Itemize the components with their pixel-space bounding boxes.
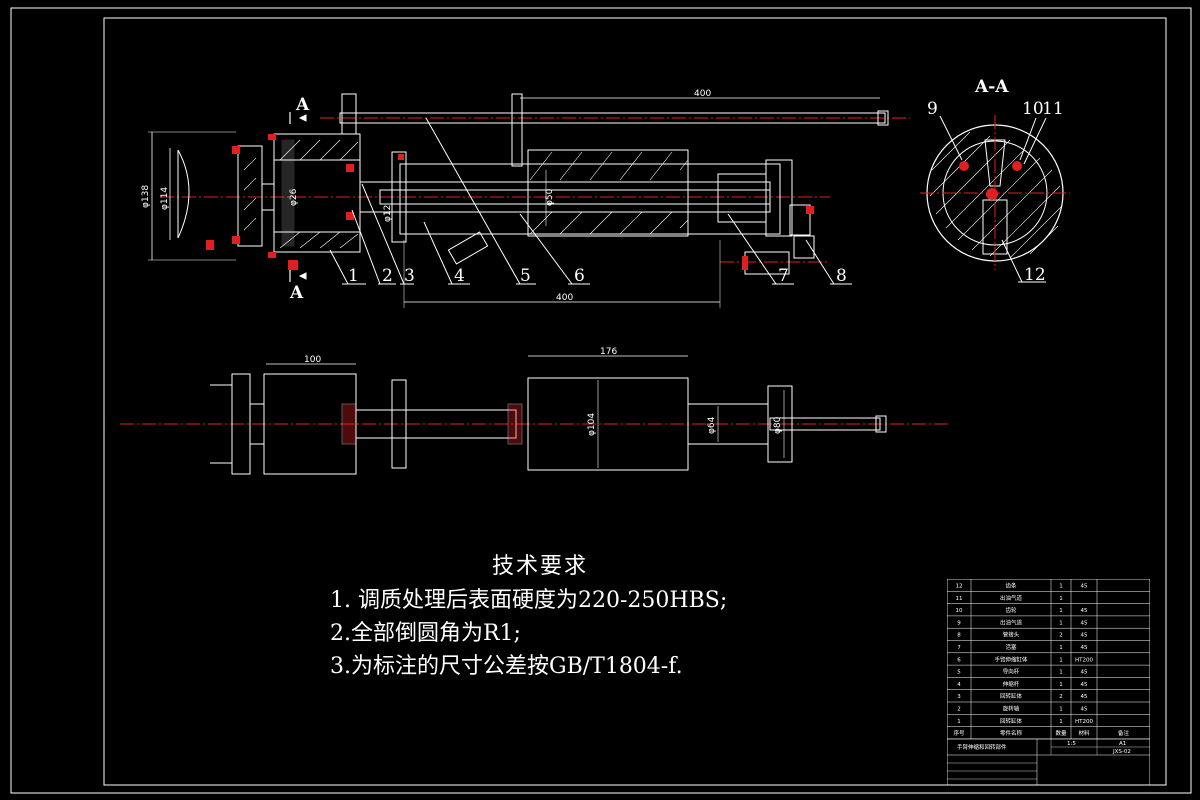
title-block: 手臂伸缩和回转部件 1:5 A1 JXS-02 <box>947 738 1150 785</box>
main-view <box>148 93 910 308</box>
drawing-code: JXS-02 <box>1112 749 1131 755</box>
bom-cell-no: 3 <box>957 694 961 700</box>
bom-cell-name: 回转缸体 <box>1000 692 1023 700</box>
bom-cell-qty: 1 <box>1059 645 1063 651</box>
callout-7: 7 <box>778 266 789 286</box>
callout-3: 3 <box>404 266 415 286</box>
bom-cell-name: 伸缩杆 <box>1003 680 1020 688</box>
tech-title: 技术要求 <box>492 554 589 579</box>
callout-10: 10 <box>1022 99 1044 119</box>
callout-2: 2 <box>382 266 393 286</box>
inner-frame <box>103 17 1167 786</box>
outer-frame <box>10 7 1192 794</box>
dim-d138: φ138 <box>141 185 151 208</box>
callout-4: 4 <box>454 266 465 286</box>
bom-cell-no: 4 <box>957 682 961 688</box>
callout-1: 1 <box>348 266 359 286</box>
bom-cell-no: 10 <box>956 608 963 614</box>
bom-cell-name: 旋转轴 <box>1003 705 1020 713</box>
bom-cell-qty: 1 <box>1059 682 1063 688</box>
bom-cell-name: 出油气道 <box>1000 618 1023 626</box>
bom-cell-no: 2 <box>957 707 961 713</box>
dim-view2-100: 100 <box>304 355 321 365</box>
section-a-a <box>920 115 1070 283</box>
bom-cell-no: 序号 <box>953 729 965 737</box>
bom-cell-qty: 1 <box>1059 657 1063 663</box>
callout-8: 8 <box>836 266 847 286</box>
bom-cell-qty: 1 <box>1059 584 1063 590</box>
bom-cell-no: 5 <box>957 670 961 676</box>
bom-cell-qty: 1 <box>1059 707 1063 713</box>
bom-cell-name: 零件名称 <box>1000 729 1023 737</box>
bom-cell-name: 出油气道 <box>1000 594 1023 602</box>
bom-cell-mat: 45 <box>1081 608 1088 614</box>
bom-cell-mat: 45 <box>1081 584 1088 590</box>
section-marker-bottom: A <box>289 283 304 303</box>
bom-cell-name: 齿条 <box>1005 582 1017 590</box>
section-marker-top: A <box>295 95 310 115</box>
callout-9: 9 <box>927 99 938 119</box>
bom-cell-mat: HT200 <box>1075 657 1093 663</box>
bom-cell-no: 11 <box>956 596 963 602</box>
dim-view2-176: 176 <box>600 347 617 357</box>
dim-rod-top: 400 <box>694 89 711 99</box>
bom-cell-qty: 1 <box>1059 620 1063 626</box>
bom-cell-name: 齿轮 <box>1005 606 1017 614</box>
bom-cell-qty: 数量 <box>1055 729 1067 737</box>
bom-cell-qty: 1 <box>1059 719 1063 725</box>
dim-d114: φ114 <box>160 187 170 210</box>
bom-cell-name: 回转缸体 <box>1000 717 1023 725</box>
dim-d12: φ12 <box>383 205 393 222</box>
drawing-sheet: A1 <box>1119 741 1126 747</box>
callout-12: 12 <box>1024 265 1046 285</box>
dim-view2-d64: φ64 <box>707 416 717 434</box>
bom-cell-mat: 45 <box>1081 645 1088 651</box>
bom-cell-mat: 材料 <box>1078 729 1090 737</box>
callout-5: 5 <box>520 266 531 286</box>
dim-d26: φ26 <box>289 188 299 206</box>
drawing-name: 手臂伸缩和回转部件 <box>957 743 1007 751</box>
bom-cell-no: 6 <box>957 657 961 663</box>
top-view <box>120 355 950 475</box>
bom-cell-name: 导向杆 <box>1003 668 1020 676</box>
bom-cell-qty: 1 <box>1059 670 1063 676</box>
dim-bottom-main: 400 <box>556 293 573 303</box>
bom-cell-mat: 45 <box>1081 707 1088 713</box>
bom-cell-qty: 1 <box>1059 596 1063 602</box>
bom-cell-no: 1 <box>957 719 961 725</box>
bom-cell-no: 12 <box>956 584 963 590</box>
bom-cell-mat: 45 <box>1081 620 1088 626</box>
bom-cell-no: 8 <box>957 633 961 639</box>
bom-cell-qty: 2 <box>1059 633 1063 639</box>
tech-item-1: 1. 调质处理后表面硬度为220-250HBS; <box>330 588 728 613</box>
bom-cell-qty: 1 <box>1059 608 1063 614</box>
bom-cell-no: 9 <box>957 620 961 626</box>
technical-requirements: 技术要求 1. 调质处理后表面硬度为220-250HBS; 2.全部倒圆角为R1… <box>330 548 727 683</box>
section-label: A-A <box>974 77 1009 97</box>
bom-cell-mat: 45 <box>1081 682 1088 688</box>
bom-cell-qty: 2 <box>1059 694 1063 700</box>
callout-6: 6 <box>574 266 585 286</box>
bom-cell-mat: 45 <box>1081 670 1088 676</box>
bom-cell-note: 备注 <box>1118 729 1130 737</box>
callout-11: 11 <box>1042 99 1064 119</box>
dim-view2-d80: φ80 <box>773 416 783 434</box>
bom-cell-name: 管接头 <box>1003 631 1020 639</box>
tech-item-3: 3.为标注的尺寸公差按GB/T1804-f. <box>330 654 683 679</box>
bom-cell-mat: 45 <box>1081 633 1088 639</box>
bom-cell-name: 手臂伸缩缸体 <box>994 655 1028 663</box>
tech-item-2: 2.全部倒圆角为R1; <box>330 621 521 646</box>
dim-d50: φ50 <box>545 188 555 206</box>
dim-view2-d104: φ104 <box>587 413 597 436</box>
bom-cell-no: 7 <box>957 645 961 651</box>
drawing-scale: 1:5 <box>1067 741 1076 747</box>
bom-cell-name: 活塞 <box>1005 643 1017 651</box>
bom-cell-mat: HT200 <box>1075 719 1093 725</box>
bom-cell-mat: 45 <box>1081 694 1088 700</box>
